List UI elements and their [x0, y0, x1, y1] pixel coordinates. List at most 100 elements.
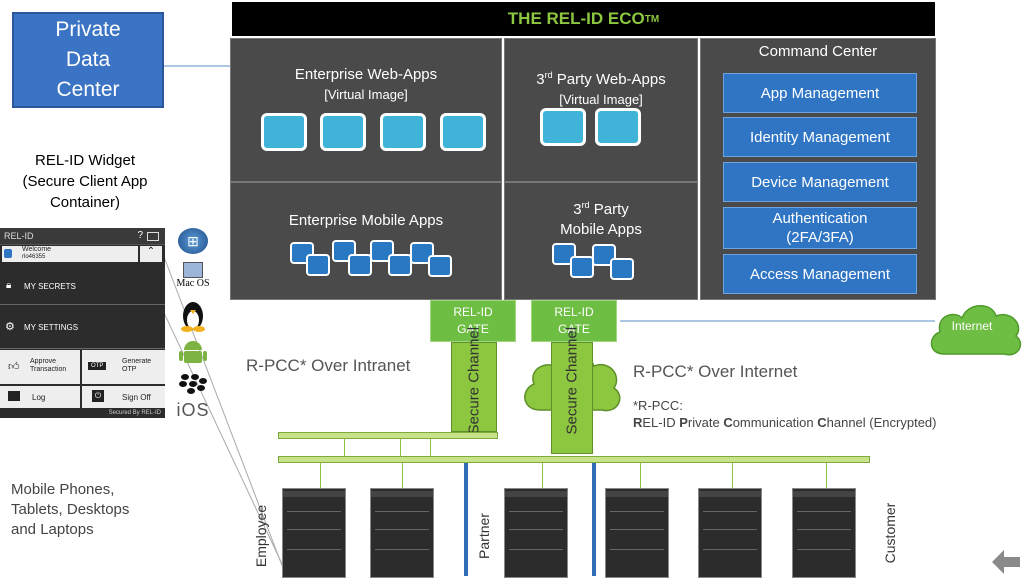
- device-screenshot: [605, 488, 669, 578]
- mobile-app-tile: [306, 254, 330, 276]
- enterprise-web-apps-label: Enterprise Web-Apps: [294, 66, 438, 83]
- bus-connector: [344, 439, 345, 456]
- shield-icon: [4, 249, 12, 258]
- back-arrow-icon[interactable]: [992, 550, 1020, 574]
- windows-icon: ⊞: [176, 228, 210, 254]
- help-icon[interactable]: ?: [137, 230, 143, 241]
- customer-label: Customer: [882, 502, 898, 564]
- secure-channel-internet-label: Secure Channel: [563, 326, 581, 435]
- rpcc-r-rest: EL-ID: [642, 415, 680, 430]
- widget-caption: REL-ID Widget (Secure Client App Contain…: [22, 152, 148, 211]
- gear-icon: ⚙: [5, 321, 15, 333]
- device-screenshot: [698, 488, 762, 578]
- cc-identity-management: Identity Management: [723, 117, 917, 157]
- enterprise-web-apps-sub: [Virtual Image]: [324, 87, 408, 102]
- app-tile: [540, 108, 586, 146]
- third-mobile-label: Party: [589, 201, 629, 218]
- sign-off-button[interactable]: ⏻ Sign Off: [82, 386, 165, 408]
- internet-cloud-icon: [930, 305, 1022, 356]
- secure-channel-intranet: [451, 342, 497, 432]
- third-web-sub: [Virtual Image]: [559, 92, 643, 107]
- third-mobile-sup: rd: [581, 200, 590, 210]
- partner-label: Partner: [476, 513, 492, 559]
- device-screenshot: [792, 488, 856, 578]
- window-icon[interactable]: [147, 232, 159, 241]
- rpcc-c2-rest: hannel (Encrypted): [826, 415, 937, 430]
- title-text: THE REL-ID ECO: [507, 9, 645, 28]
- third-web-prefix: 3: [536, 71, 545, 88]
- third-party-web-apps-panel: 3rd Party Web-Apps [Virtual Image]: [504, 38, 698, 182]
- enterprise-web-apps-panel: Enterprise Web-Apps [Virtual Image]: [230, 38, 502, 182]
- rpcc-p: P: [679, 415, 688, 430]
- device-connector: [640, 463, 641, 488]
- generate-otp-label: Generate OTP: [122, 358, 152, 373]
- generate-otp-button[interactable]: OTP Generate OTP: [82, 350, 165, 384]
- cc-device-management: Device Management: [723, 162, 917, 202]
- bus-connector: [400, 439, 401, 456]
- employee-label: Employee: [253, 504, 269, 568]
- my-settings-label: MY SETTINGS: [24, 323, 79, 332]
- my-secrets-item[interactable]: 🔒︎ MY SECRETS: [0, 268, 165, 305]
- cc-app-management: App Management: [723, 73, 917, 113]
- rel-id-widget: REL-ID ? Welcome rlo46355 ⌃ 🔒︎ MY SECRET…: [0, 228, 165, 418]
- mobile-app-tile: [348, 254, 372, 276]
- rpcc-internet-label: R-PCC* Over Internet: [633, 362, 798, 381]
- enterprise-mobile-apps-panel: Enterprise Mobile Apps: [230, 182, 502, 300]
- rpcc-c1-rest: ommunication: [732, 415, 818, 430]
- my-secrets-label: MY SECRETS: [24, 282, 76, 291]
- secure-channel-intranet-label: Secure Channel: [465, 326, 483, 435]
- mobile-app-tile: [570, 256, 594, 278]
- device-screenshot: [504, 488, 568, 578]
- lock-icon: 🔒︎: [6, 280, 12, 291]
- device-bus: [278, 456, 870, 463]
- command-center-title: Command Center: [758, 43, 878, 60]
- private-data-center-box: Private Data Center: [12, 12, 164, 108]
- rpcc-intranet-label: R-PCC* Over Intranet: [246, 356, 411, 375]
- device-connector: [542, 463, 543, 488]
- log-label: Log: [32, 393, 46, 402]
- otp-badge: OTP: [88, 362, 107, 370]
- internet-label: Internet: [951, 319, 993, 333]
- intranet-bus: [278, 432, 498, 439]
- rel-id-gate-internet: REL-ID GATE: [531, 300, 617, 342]
- app-tile: [261, 113, 307, 151]
- third-web-label: Party Web-Apps: [552, 71, 666, 88]
- app-tile: [440, 113, 486, 151]
- android-icon: [176, 338, 210, 371]
- approve-transaction-button[interactable]: 👍︎ Approve Transaction: [0, 350, 80, 384]
- group-divider: [592, 463, 596, 576]
- log-icon: [8, 391, 20, 401]
- rpcc-c1: C: [723, 415, 733, 430]
- linux-icon: [176, 298, 210, 335]
- enterprise-mobile-apps-label: Enterprise Mobile Apps: [288, 212, 444, 229]
- mobile-app-tile: [610, 258, 634, 280]
- my-settings-item[interactable]: ⚙ MY SETTINGS: [0, 308, 165, 349]
- secure-channel-internet: [551, 342, 593, 454]
- cc-authentication: Authentication (2FA/3FA): [723, 207, 917, 249]
- macos-label: Mac OS: [176, 278, 210, 289]
- bus-connector: [430, 439, 431, 456]
- third-party-mobile-apps-panel: 3rd Party Mobile Apps: [504, 182, 698, 300]
- rpcc-c2: C: [817, 415, 827, 430]
- rpcc-p-rest: rivate: [687, 415, 724, 430]
- chevron-up-icon[interactable]: ⌃: [140, 246, 162, 262]
- mobile-app-tile: [388, 254, 412, 276]
- rpcc-r: R: [633, 415, 643, 430]
- device-connector: [826, 463, 827, 488]
- rpcc-note: *R-PCC: REL-ID Private Communication Cha…: [633, 397, 936, 431]
- power-icon: ⏻: [92, 390, 104, 402]
- blackberry-icon: [176, 373, 210, 398]
- app-tile: [320, 113, 366, 151]
- device-screenshot: [282, 488, 346, 578]
- rel-id-gate-intranet: REL-ID GATE: [430, 300, 516, 342]
- third-mobile-label-2: Mobile Apps: [560, 221, 642, 238]
- widget-welcome: Welcome: [22, 246, 52, 253]
- third-web-sup: rd: [544, 70, 553, 80]
- log-button[interactable]: Log: [0, 386, 80, 408]
- mobile-app-tile: [428, 255, 452, 277]
- cc-access-management: Access Management: [723, 254, 917, 294]
- widget-user: rlo46355: [22, 254, 46, 260]
- group-divider: [464, 463, 468, 576]
- device-connector: [732, 463, 733, 488]
